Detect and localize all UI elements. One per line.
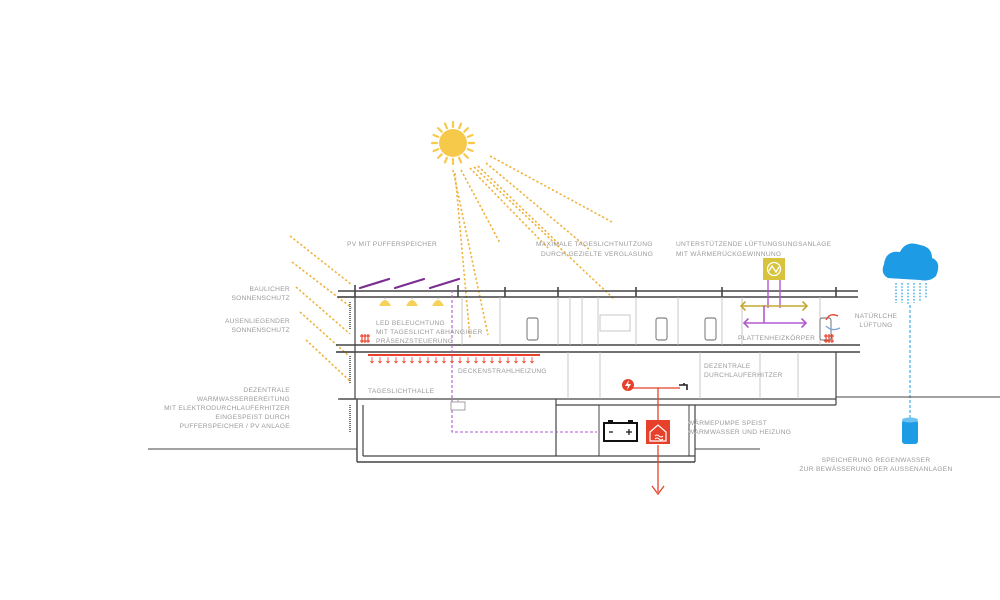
sunshade-fins [336, 296, 355, 400]
sun-icon [430, 120, 476, 166]
heat-radiation-arrow [482, 357, 486, 364]
heat-radiation-arrow [378, 357, 382, 364]
sun-ray-short [443, 156, 448, 164]
label-rainwater-1: SPEICHERUNG REGENWASSER [822, 457, 931, 464]
radiator-icon [360, 334, 834, 343]
label-hotwater-4: EINGESPEIST DURCH [215, 414, 290, 421]
ground-line [148, 396, 1000, 450]
label-pv: PV MIT PUFFERSPEICHER [347, 241, 437, 248]
heat-recovery-icon [763, 258, 785, 280]
natural-ventilation-arrow [825, 314, 841, 331]
heat-radiation-arrow [466, 357, 470, 364]
lightning-bolt-icon [622, 379, 634, 391]
heat-radiation-arrow [514, 357, 518, 364]
label-hotwater-2: WARMWASSERBEREITUNG [197, 396, 290, 403]
water-tap-icon [679, 383, 688, 390]
sun-ray-short [463, 127, 469, 133]
led-lamp-icon [406, 300, 418, 306]
label-daylight-1: MAXIMALE TAGESLICHTNUTZUNG [536, 241, 653, 248]
led-lamp-icon [432, 300, 444, 306]
interior-partitions [461, 297, 821, 399]
pv-electric-line [451, 290, 597, 433]
label-daylight-2: DURCH GEZIELTE VERGLASUNG [541, 251, 653, 258]
ceiling-radiant-heating [368, 354, 540, 364]
label-external-shade-1: AUSENLIEGENDER [225, 318, 290, 325]
heat-radiation-arrow [402, 357, 406, 364]
heat-radiation-arrow [530, 357, 534, 364]
heat-radiation-arrow [490, 357, 494, 364]
rainwater-tank-icon [902, 417, 918, 444]
label-ceiling-heating: DECKENSTRAHLHEIZUNG [458, 368, 547, 375]
label-daylight-hall: TAGESLICHTHALLE [368, 388, 435, 395]
heat-radiation-arrow [386, 357, 390, 364]
daylight-hall-lamp [450, 399, 466, 411]
sun-rays [289, 155, 616, 382]
heat-radiation-arrow [410, 357, 414, 364]
sun-ray-short [463, 153, 469, 159]
heat-radiation-arrow [450, 357, 454, 364]
heat-radiation-arrow [434, 357, 438, 364]
heat-pump-icon [646, 420, 670, 444]
sun-ray-short [458, 156, 463, 164]
hot-water-circuit [630, 387, 680, 496]
led-lights [379, 297, 444, 306]
label-ventilation-2: MIT WÄRMERÜCKGEWINNUNG [676, 250, 781, 258]
heat-radiation-arrow [522, 357, 526, 364]
heat-radiation-arrow [418, 357, 422, 364]
label-rainwater-2: ZUR BEWÄSSERUNG DER AUSSENANLAGEN [799, 465, 952, 473]
sun-ray-short [437, 153, 443, 159]
label-external-shade-2: SONNENSCHUTZ [231, 327, 290, 334]
label-led-3: PRÄSENZSTEUERUNG [376, 337, 453, 345]
skylight-posts [354, 285, 837, 297]
label-hotwater-3: MIT ELEKTRODURCHLAUFERHITZER [164, 405, 290, 412]
annotation-labels: PV MIT PUFFERSPEICHER MAXIMALE TAGESLICH… [164, 240, 952, 473]
label-heatpump-1: WÄRMEPUMPE SPEIST [688, 419, 767, 427]
label-hotwater-5: PUFFERSPEICHER / PV ANLAGE [180, 423, 291, 430]
sun-ray-short [443, 122, 448, 130]
heat-radiation-arrow [426, 357, 430, 364]
label-flow-heater-1: DEZENTRALE [704, 363, 751, 370]
ventilation-ducts [767, 280, 781, 308]
sun-ray-short [432, 148, 440, 153]
sun-ray-short [432, 133, 440, 138]
heat-radiation-arrow [370, 357, 374, 364]
label-sunshade-1: BAULICHER [250, 286, 290, 293]
label-flow-heater-2: DURCHLAUFERHITZER [704, 372, 783, 379]
label-sunshade-2: SONNENSCHUTZ [231, 295, 290, 302]
heat-radiation-arrow [458, 357, 462, 364]
sun-ray-short [458, 122, 463, 130]
led-lamp-icon [379, 300, 391, 306]
door-openings [526, 317, 832, 341]
sun-ray-short [466, 148, 474, 153]
heat-radiation-arrow [506, 357, 510, 364]
label-led-1: LED BELEUCHTUNG [376, 320, 445, 327]
battery-icon [603, 420, 638, 442]
label-natural-vent-2: LÜFTUNG [859, 321, 892, 329]
label-led-2: MIT TAGESLICHT ABHÄNGIGER [376, 328, 483, 336]
heat-radiation-arrow [498, 357, 502, 364]
heat-radiation-arrow [394, 357, 398, 364]
sun-ray-short [466, 133, 474, 138]
pv-panels [358, 277, 461, 290]
heat-radiation-arrow [474, 357, 478, 364]
ventilation-airflow [739, 301, 809, 328]
heat-radiation-arrow [442, 357, 446, 364]
sun-ray-short [437, 127, 443, 133]
label-ventilation-1: UNTERSTÜTZENDE LÜFTUNGSUNGSANLAGE [676, 240, 832, 248]
label-panel-heater: PLATTENHEIZKÖRPER [738, 334, 815, 342]
label-heatpump-2: WARMWASSER UND HEIZUNG [688, 429, 791, 436]
label-natural-vent-1: NATÜRLCHE [855, 312, 898, 320]
rain-cloud-icon [882, 243, 939, 305]
label-hotwater-1: DEZENTRALE [243, 387, 290, 394]
